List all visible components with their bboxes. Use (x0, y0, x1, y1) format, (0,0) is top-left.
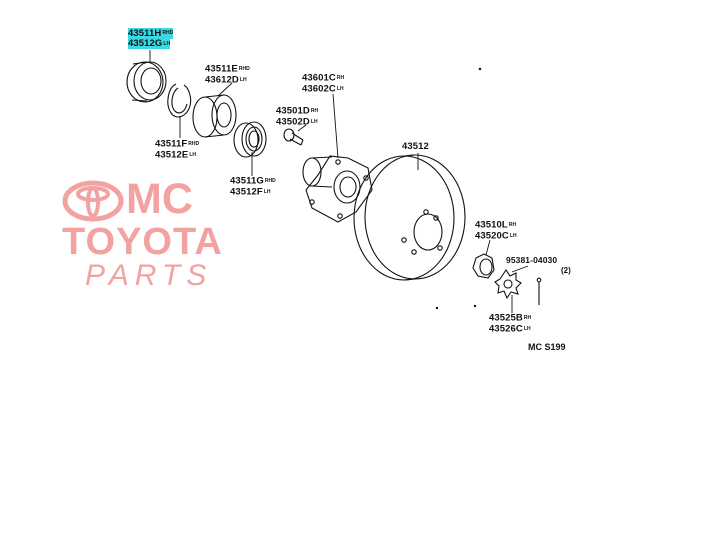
side-code: LH (163, 40, 171, 47)
part-number: 43601C (302, 72, 336, 84)
label-lock-cap[interactable]: 43525BRH 43526CLH (489, 313, 531, 334)
axle-hub-part (302, 155, 373, 223)
label-hub-nut[interactable]: 43510LRH 43520CLH (475, 220, 517, 241)
side-code: RH (508, 222, 517, 228)
toyota-logo-icon (62, 180, 124, 222)
label-inner-bearing[interactable]: 43511GRHD 43512FLH (230, 176, 276, 197)
side-code: LH (239, 76, 247, 83)
side-code: RHD (188, 141, 200, 147)
label-axle-hub[interactable]: 43601CRH 43602CLH (302, 73, 344, 94)
part-number: 43526C (489, 323, 523, 335)
label-snap-ring[interactable]: 43511FRHD 43512ELH (155, 139, 199, 160)
side-code: LH (509, 232, 517, 239)
snap-ring-part (167, 83, 192, 118)
outer-bearing-part (192, 94, 237, 138)
side-code: LH (310, 118, 318, 125)
part-number: 43520C (475, 230, 509, 242)
label-brake-disc[interactable]: 43512 (402, 142, 429, 152)
part-number: 43612D (205, 74, 239, 86)
label-hub-bolt[interactable]: 43501DRH 43502DLH (276, 106, 318, 127)
watermark-brand-text: TOYOTA (62, 221, 223, 263)
part-number: 43510L (475, 219, 508, 231)
side-code: RH (310, 108, 319, 114)
part-number: 43525B (489, 312, 523, 324)
part-number: 95381-04030 (506, 255, 558, 265)
side-code: RH (336, 75, 345, 81)
part-number: 43512E (155, 149, 189, 161)
part-number: 43511H (128, 27, 162, 39)
leader-lines (149, 50, 529, 313)
part-number: 43602C (302, 83, 336, 95)
part-number: 43512 (402, 141, 429, 152)
label-cotter-pin[interactable]: 95381-04030 (506, 255, 557, 265)
watermark-mc-text: MC (126, 175, 193, 223)
cotter-pin-quantity: (2) (561, 266, 571, 275)
brake-disc-part (353, 154, 466, 281)
side-code: LH (336, 85, 344, 92)
side-code: RHD (238, 66, 250, 72)
side-code: LH (523, 325, 531, 332)
side-code: RHD (162, 30, 174, 36)
part-number: 43511F (155, 138, 188, 150)
part-number: 43512G (128, 38, 163, 50)
watermark-tagline-text: PARTS (85, 259, 213, 292)
side-code: LH (189, 151, 197, 158)
diagram-reference-code: MC S199 (528, 342, 566, 352)
side-code: RHD (264, 178, 276, 184)
side-code: RH (523, 315, 532, 321)
lock-cap-part (494, 269, 522, 300)
part-number: 43501D (276, 105, 310, 117)
part-number: 43512F (230, 186, 263, 198)
side-code: LH (263, 188, 271, 195)
cotter-pin-part (536, 277, 542, 305)
part-number: 43511G (230, 175, 264, 187)
label-oil-seal[interactable]: 43511HRHD 43512GLH (128, 27, 174, 50)
hub-bolt-part (283, 128, 304, 146)
oil-seal-part (126, 61, 167, 103)
hub-nut-part (472, 253, 495, 279)
inner-bearing-part (233, 121, 267, 158)
part-number: 43502D (276, 116, 310, 128)
label-outer-bearing[interactable]: 43511ERHD 43612DLH (205, 64, 250, 85)
part-number: 43511E (205, 63, 238, 75)
